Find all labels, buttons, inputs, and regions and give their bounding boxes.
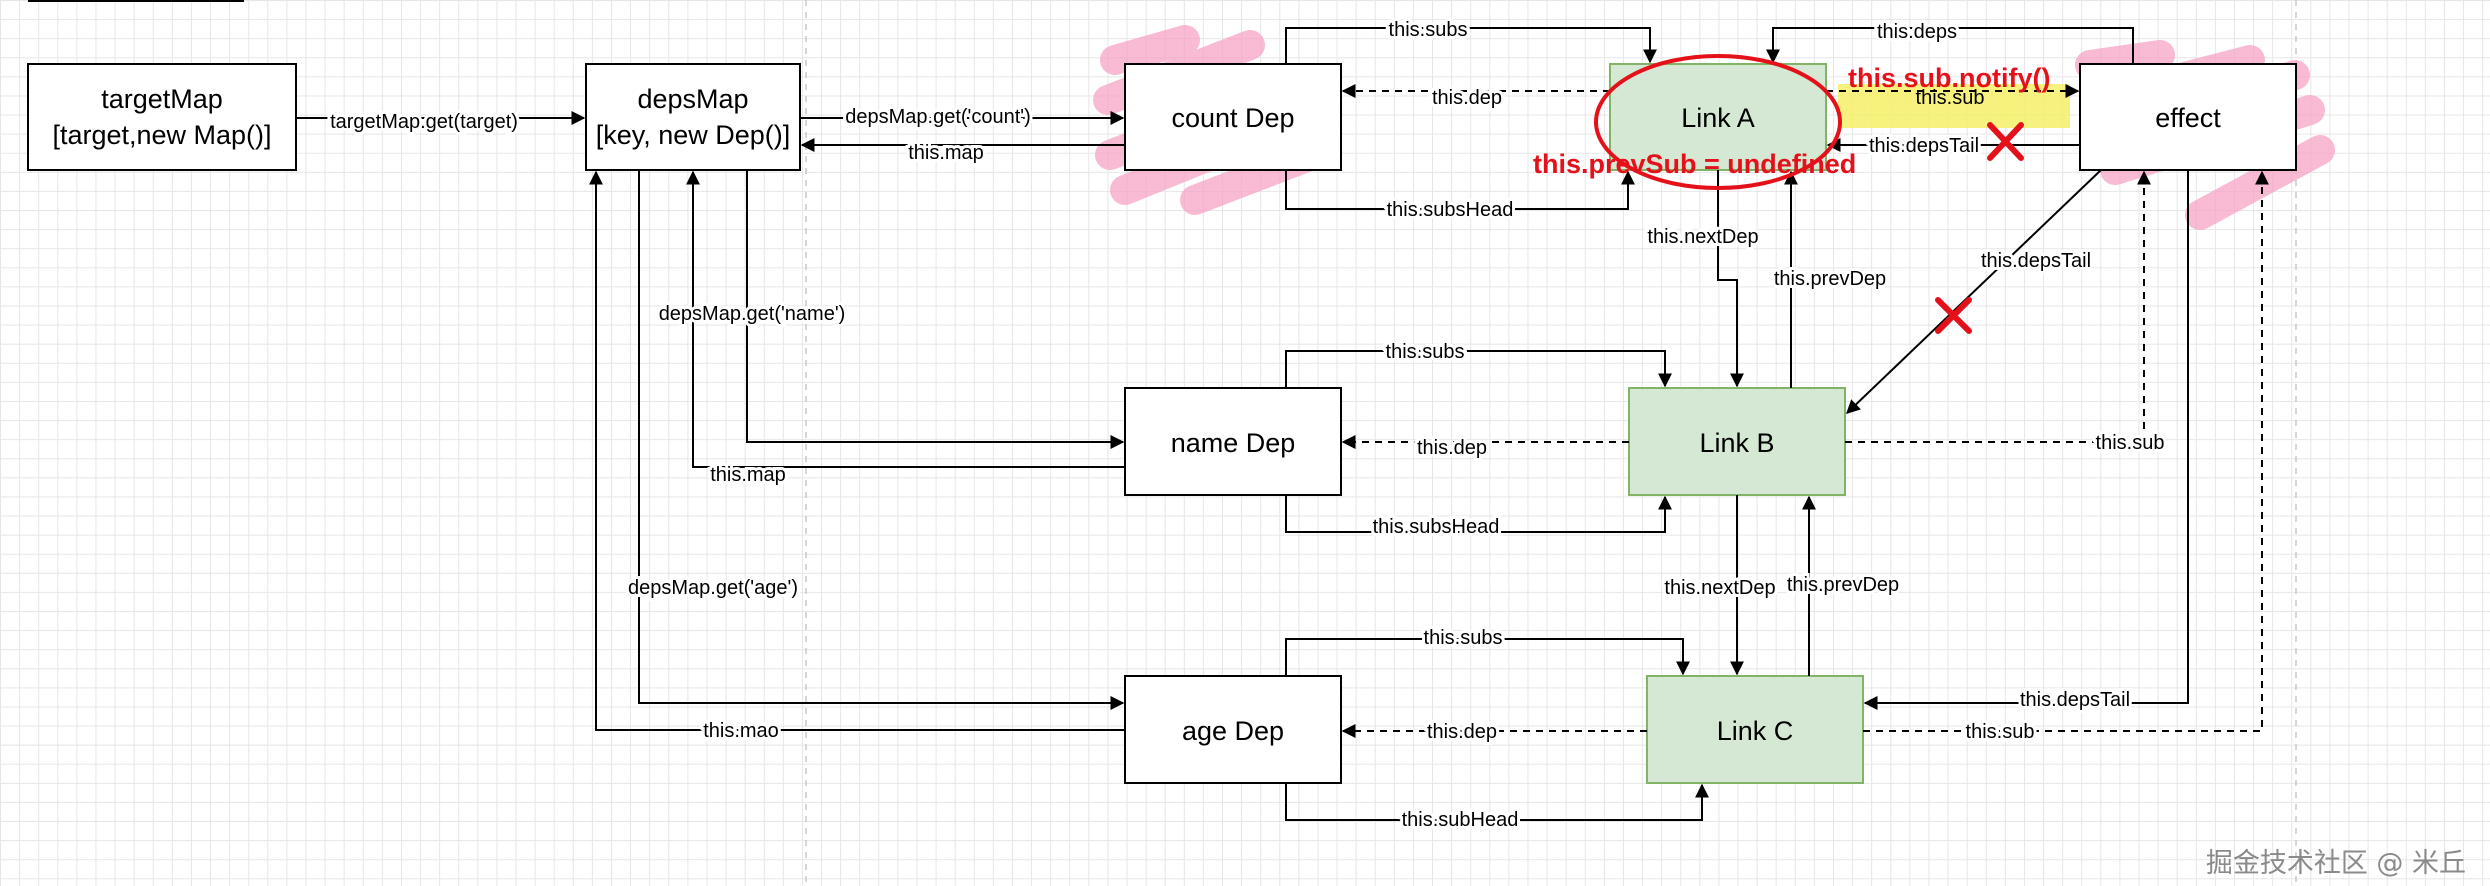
annotation-prev-sub: this.prevSub = undefined [1533,149,1856,179]
label-dep-c: this.dep [1427,721,1497,743]
edge-sub-c [1863,170,2269,732]
label-sub-b: this.sub [2096,432,2165,454]
edge-subs-count [1285,27,1657,64]
edge-deps-get-name [746,170,1125,449]
cross-icon-deps-tail-b [1935,297,1972,334]
edge-deps [1766,27,2134,64]
label-map-count: this.map [908,142,984,164]
label-sub-head-age: this.subHead [1402,809,1519,831]
label-deps-get-count: depsMap.get('count') [845,106,1031,128]
link-c-node[interactable]: Link C [1646,675,1864,784]
target-map-node[interactable]: targetMap [target,new Map()] [27,63,297,171]
label-target-get: targetMap.get(target) [330,111,518,133]
link-c-label: Link C [1717,716,1794,746]
effect-label: effect [2155,103,2221,133]
deps-map-box [585,63,801,171]
label-sub-a: this.sub [1916,87,1985,109]
count-dep-node[interactable]: count Dep [1124,63,1342,171]
label-deps-get-name: depsMap.get('name') [659,303,846,325]
edge-map-age [589,170,1125,731]
link-b-label: Link B [1699,428,1774,458]
target-map-subtitle: [target,new Map()] [52,120,271,150]
cross-icon-deps-tail-a [1987,122,2024,161]
age-dep-label: age Dep [1182,716,1284,746]
link-a-circle [1594,54,1842,190]
label-deps-tail-a: this.depsTail [1869,135,1979,157]
label-subs-count: this.subs [1389,19,1468,41]
edge-map-name [686,170,1125,468]
edge-deps-get-age [638,170,1125,710]
edge-subs-head-name [1285,495,1672,533]
link-b-node[interactable]: Link B [1628,387,1846,496]
label-next-dep-ab: this.nextDep [1647,226,1758,248]
label-deps-get-age: depsMap.get('age') [628,577,798,599]
effect-box [2079,63,2297,171]
target-map-title: targetMap [101,84,223,114]
label-deps: this.deps [1877,21,1957,43]
link-a-box [1609,63,1827,171]
deps-map-node[interactable]: depsMap [key, new Dep()] [585,63,801,171]
effect-node[interactable]: effect [2079,63,2297,171]
count-dep-box [1124,63,1342,171]
label-dep-a: this.dep [1432,87,1502,109]
edge-subs-head-count [1285,170,1635,210]
target-map-box [27,63,297,171]
label-subs-age: this.subs [1424,627,1503,649]
link-a-node[interactable]: Link A [1609,63,1827,171]
age-dep-node[interactable]: age Dep [1124,675,1342,784]
edge-deps-tail-c [1863,170,2189,710]
edge-next-dep-ab [1717,170,1744,388]
edge-subs-name [1285,350,1672,388]
name-dep-label: name Dep [1171,428,1296,458]
edge-sub-head-age [1285,783,1709,821]
label-sub-c: this.sub [1966,721,2035,743]
label-subs-name: this.subs [1386,341,1465,363]
label-prev-dep-ba: this.prevDep [1774,268,1886,290]
notify-highlight [1838,84,2070,128]
age-dep-box [1124,675,1342,784]
deps-map-title: depsMap [637,84,748,114]
watermark: 掘金技术社区 @ 米丘 [2205,848,2466,879]
edge-deps-tail-b [1845,169,2102,414]
annotation-notify: this.sub.notify() [1848,63,2050,93]
label-deps-tail-c: this.depsTail [2020,689,2130,711]
label-dep-b: this.dep [1417,437,1487,459]
link-a-label: Link A [1681,103,1755,133]
link-c-box [1646,675,1864,784]
count-dep-label: count Dep [1171,103,1294,133]
label-subs-head-count: this.subsHead [1387,199,1514,221]
name-dep-box [1124,387,1342,496]
link-b-box [1628,387,1846,496]
name-dep-node[interactable]: name Dep [1124,387,1342,496]
label-deps-tail-b: this.depsTail [1981,250,2091,272]
deps-map-subtitle: [key, new Dep()] [596,120,791,150]
label-subs-head-name: this.subsHead [1373,516,1500,538]
label-map-name: this.map [710,464,786,486]
label-prev-dep-cb: this.prevDep [1787,574,1899,596]
edge-subs-age [1285,638,1690,676]
label-next-dep-bc: this.nextDep [1664,577,1775,599]
label-map-age: this.mao [703,720,779,742]
edge-sub-b [1845,170,2151,443]
